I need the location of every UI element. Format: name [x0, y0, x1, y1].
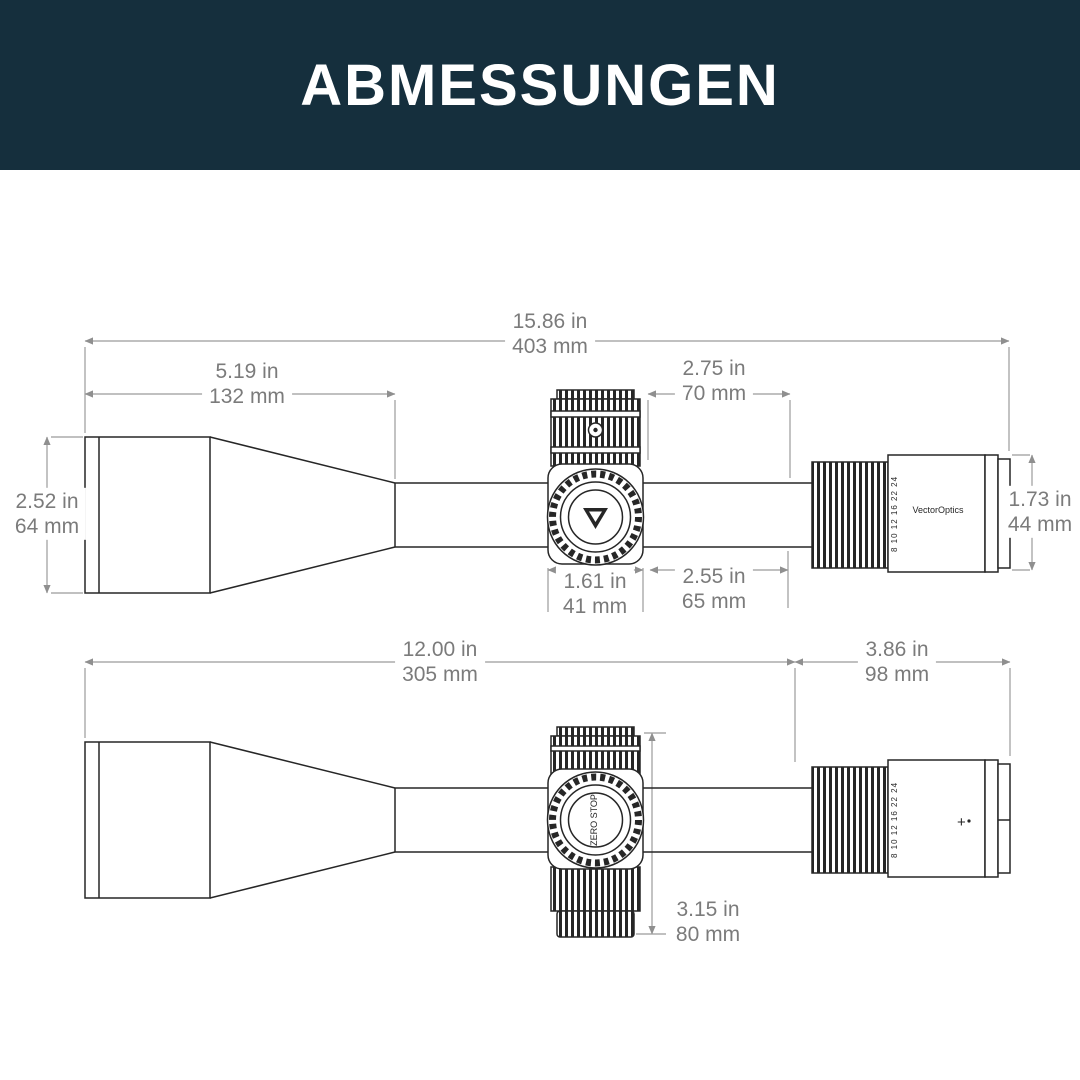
magnification-ring	[811, 461, 889, 569]
dim-overall-length: 15.86 in 403 mm	[505, 307, 595, 361]
dim-mount-length-in: 12.00 in	[402, 637, 478, 661]
dim-objective-length-in: 5.19 in	[215, 359, 279, 383]
dim-eyepiece-length: 2.55 in 65 mm	[674, 562, 754, 616]
dim-turret-width: 1.61 in 41 mm	[555, 567, 635, 621]
dim-objective-diameter: 2.52 in 64 mm	[7, 487, 87, 541]
header-bar: ABMESSUNGEN	[0, 0, 1080, 170]
magnification-scale-top: 8 10 12 16 22 24	[890, 476, 899, 552]
dim-saddle-to-eye-length-mm: 70 mm	[681, 382, 747, 405]
dim-objective-length-mm: 132 mm	[209, 385, 285, 408]
illumination-dot-icon	[967, 819, 971, 823]
dim-overall-length-mm: 403 mm	[512, 335, 588, 358]
dim-saddle-to-eye-length-in: 2.75 in	[682, 356, 746, 380]
dim-turret-width-in: 1.61 in	[563, 569, 627, 593]
dim-objective-diameter-mm: 64 mm	[14, 515, 80, 538]
dim-eyepiece-assembly-length: 3.86 in 98 mm	[857, 635, 937, 689]
dim-eyepiece-length-in: 2.55 in	[682, 564, 746, 588]
zero-stop-label: ZERO STOP	[589, 794, 599, 846]
dim-turret-height-mm: 80 mm	[675, 923, 741, 946]
dim-mount-length: 12.00 in 305 mm	[395, 635, 485, 689]
dim-eyepiece-diameter-mm: 44 mm	[1007, 513, 1073, 536]
dim-objective-diameter-in: 2.52 in	[15, 489, 79, 513]
dim-eyepiece-diameter-in: 1.73 in	[1008, 487, 1072, 511]
scope-bottom-view	[84, 726, 1011, 938]
eyepiece-body	[887, 454, 986, 573]
dim-objective-length: 5.19 in 132 mm	[202, 357, 292, 411]
dim-turret-width-mm: 41 mm	[562, 595, 628, 618]
scope-top-view	[84, 389, 1011, 594]
dim-eyepiece-length-mm: 65 mm	[681, 590, 747, 613]
dim-turret-height-in: 3.15 in	[676, 897, 740, 921]
dim-turret-height: 3.15 in 80 mm	[668, 895, 748, 949]
elevation-turret-cap	[556, 389, 635, 400]
dim-eyepiece-diameter: 1.73 in 44 mm	[1000, 485, 1080, 539]
dim-eyepiece-assembly-length-mm: 98 mm	[864, 663, 930, 686]
dim-mount-length-mm: 305 mm	[402, 663, 478, 686]
dim-overall-length-in: 15.86 in	[512, 309, 588, 333]
brand-label: VectorOptics	[912, 505, 964, 515]
illumination-mark: +	[957, 814, 966, 831]
dim-eyepiece-assembly-length-in: 3.86 in	[865, 637, 929, 661]
dim-saddle-to-eye-length: 2.75 in 70 mm	[674, 354, 754, 408]
page-title: ABMESSUNGEN	[300, 52, 780, 118]
magnification-scale-bottom: 8 10 12 16 22 24	[890, 782, 899, 858]
windage-turret	[550, 866, 641, 912]
